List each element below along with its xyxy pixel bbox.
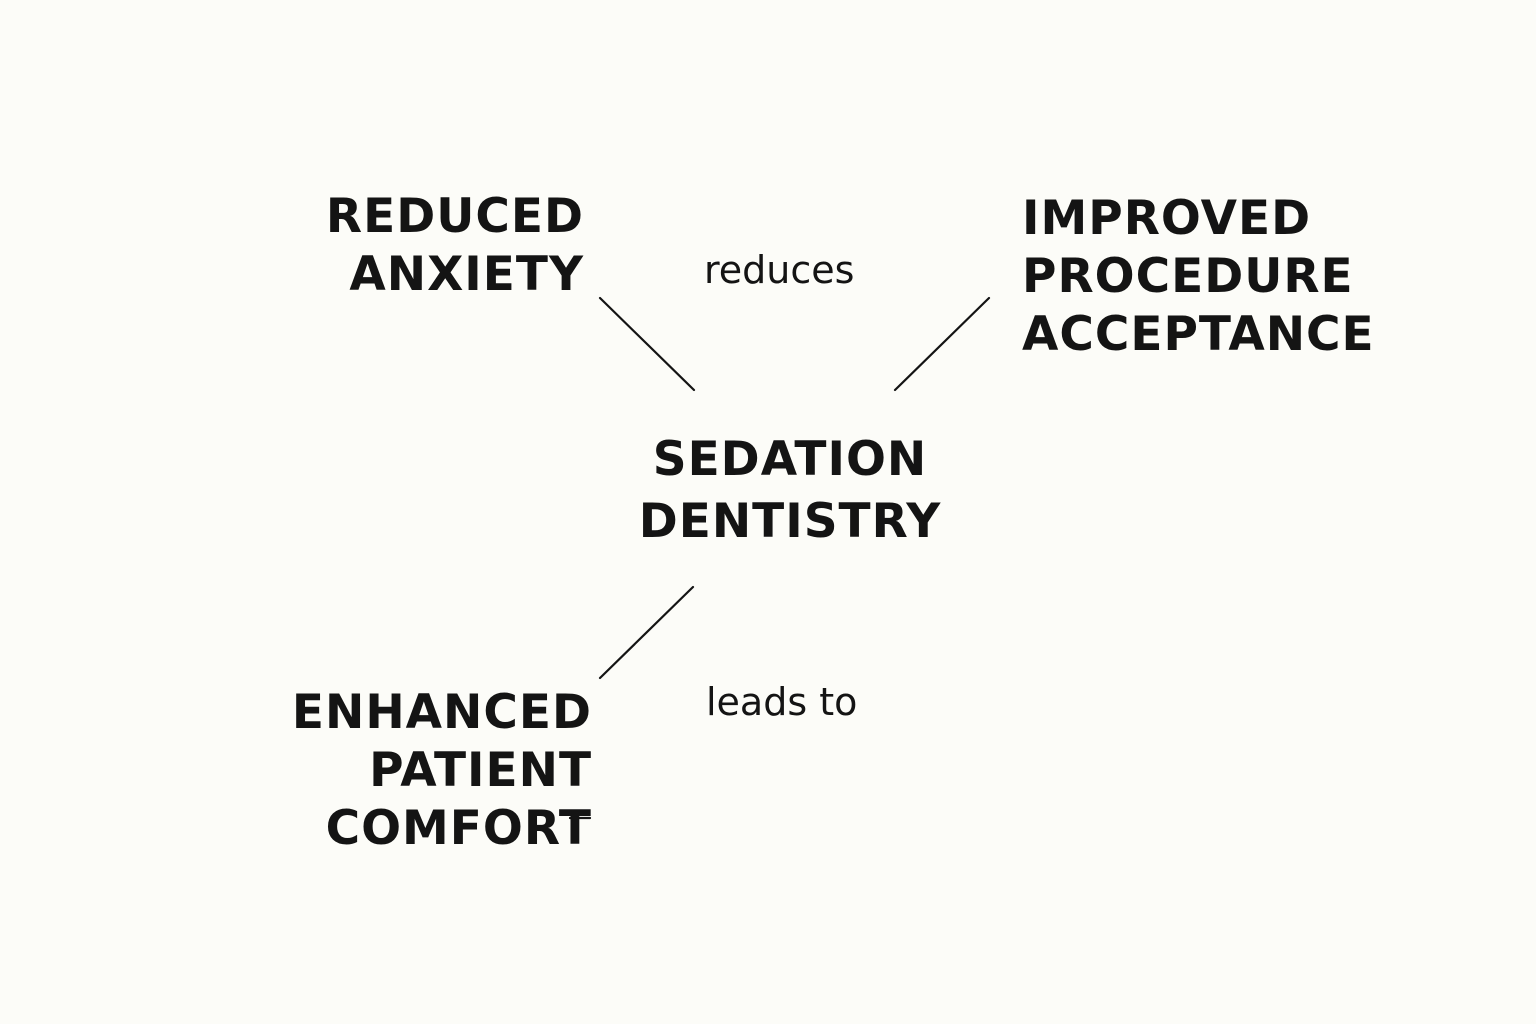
node-comfort-line-2: PATIENT — [369, 743, 592, 798]
node-center-line-2: DENTISTRY — [638, 494, 942, 549]
edge-label-leads-to: leads to — [706, 680, 858, 724]
node-reduced-anxiety-line-1: REDUCED — [325, 189, 584, 244]
node-comfort-line-1: ENHANCED — [291, 685, 592, 740]
node-reduced-anxiety-line-2: ANXIETY — [349, 247, 584, 302]
edge-center-to-improved-acceptance — [893, 296, 991, 392]
edge-center-to-reduced-anxiety — [598, 296, 696, 392]
node-sedation-dentistry: SEDATION DENTISTRY — [600, 429, 980, 553]
node-improved-line-2: PROCEDURE — [1022, 249, 1354, 304]
node-reduced-anxiety: REDUCED ANXIETY — [300, 188, 584, 304]
edge-label-reduces: reduces — [704, 248, 855, 292]
edge-center-to-enhanced-comfort — [598, 585, 695, 680]
node-comfort-line-3: COMFORT — [325, 801, 592, 856]
node-improved-line-3: ACCEPTANCE — [1022, 307, 1375, 362]
node-enhanced-patient-comfort: ENHANCED PATIENT COMFORT — [240, 684, 592, 858]
node-improved-line-1: IMPROVED — [1022, 191, 1312, 246]
node-center-line-1: SEDATION — [652, 432, 928, 487]
node-improved-procedure-acceptance: IMPROVED PROCEDURE ACCEPTANCE — [1022, 190, 1375, 364]
